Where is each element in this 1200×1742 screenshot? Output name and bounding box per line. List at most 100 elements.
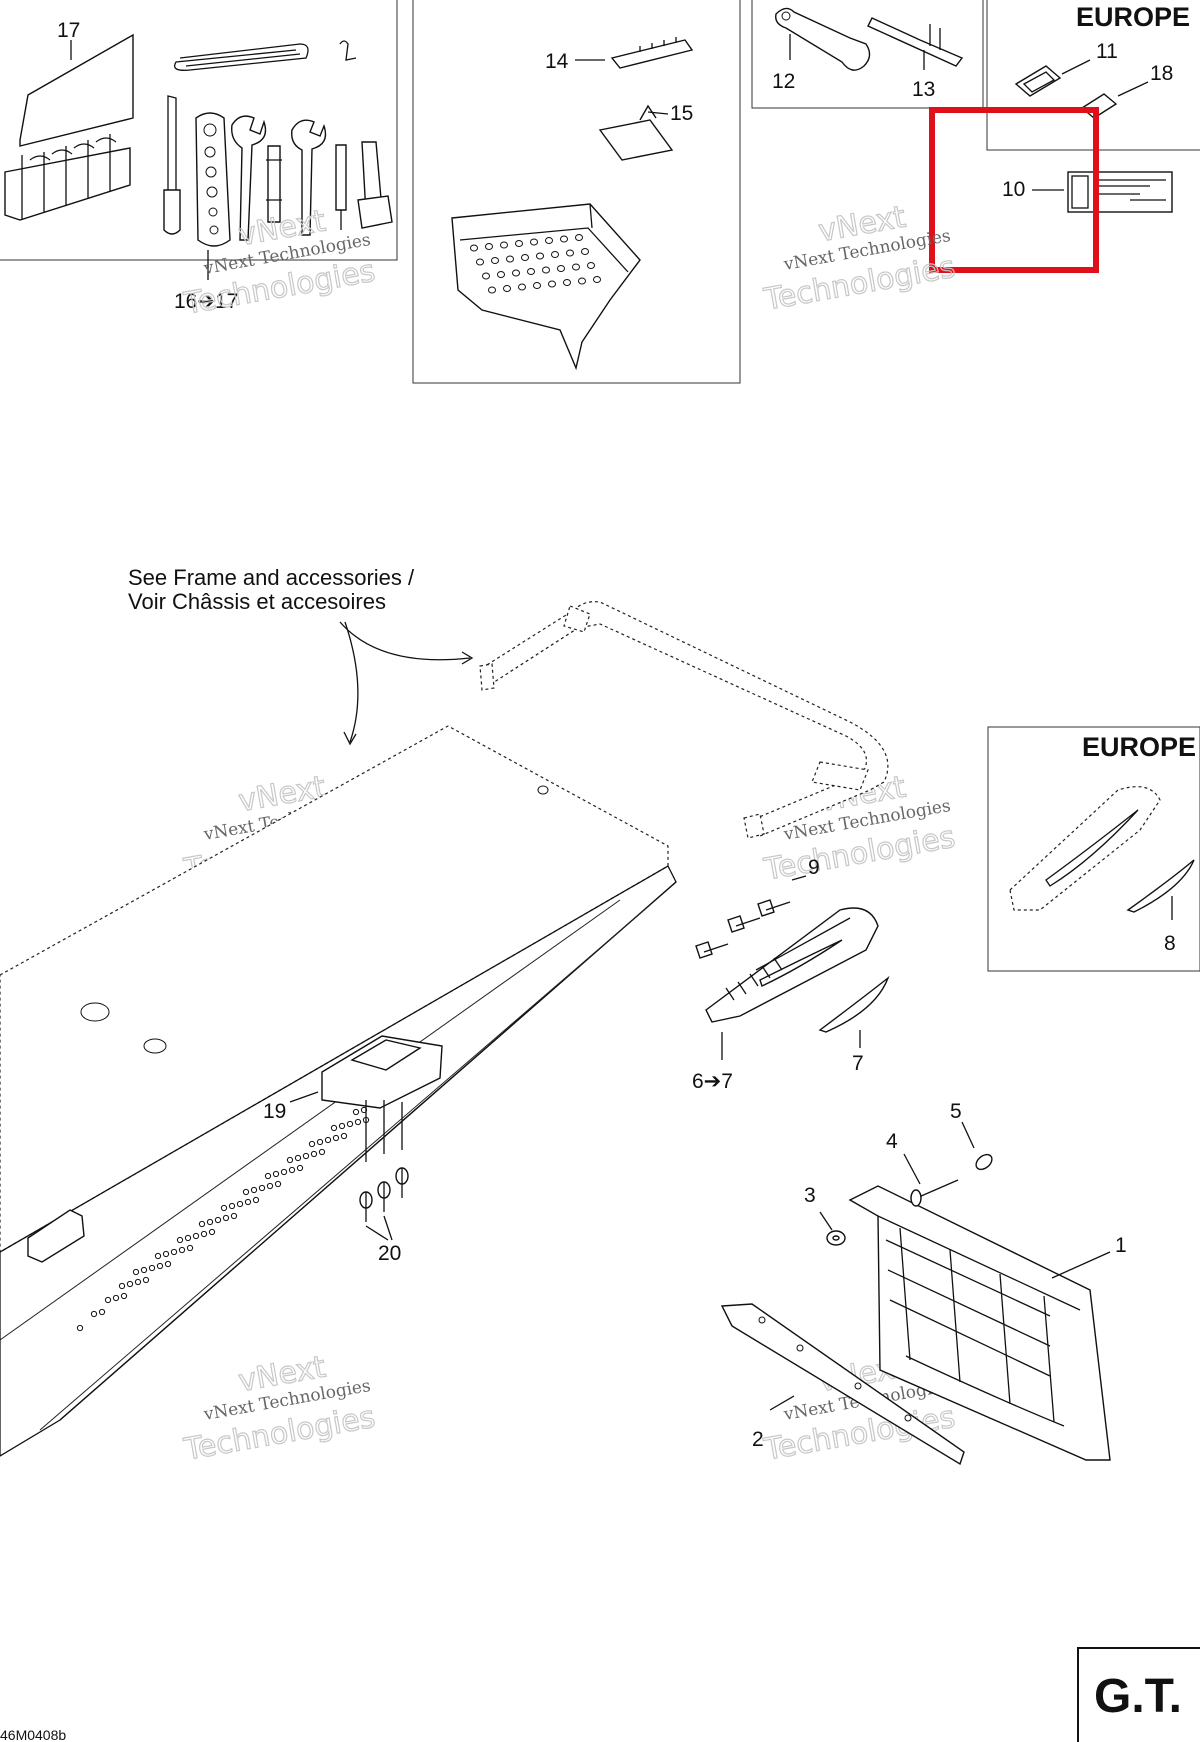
heat-shield-hole bbox=[512, 269, 520, 277]
callout-14: 14 bbox=[545, 50, 569, 73]
running-board-hole bbox=[294, 1154, 302, 1162]
tool-screwdriver bbox=[163, 95, 181, 235]
running-board-hole bbox=[170, 1248, 178, 1256]
screws-9 bbox=[695, 899, 791, 959]
running-board-hole bbox=[142, 1276, 150, 1284]
running-board-hole bbox=[324, 1136, 332, 1144]
running-board-hole bbox=[354, 1118, 362, 1126]
washer-3 bbox=[826, 1230, 846, 1246]
model-badge: G.T. bbox=[1094, 1670, 1182, 1723]
note-arrow-frame bbox=[339, 621, 471, 661]
europe-label-top: EUROPE bbox=[1076, 2, 1190, 32]
tool-pin bbox=[335, 144, 347, 230]
heat-shield-hole bbox=[578, 277, 586, 285]
running-board-hole bbox=[156, 1262, 164, 1270]
heat-shield-hole bbox=[587, 262, 595, 269]
bracket-13 bbox=[867, 17, 964, 67]
running-board-hole bbox=[164, 1260, 172, 1268]
europe-frame-top bbox=[986, 0, 1200, 151]
callout-3: 3 bbox=[804, 1184, 816, 1207]
heat-shield-frame bbox=[412, 0, 741, 384]
running-board-hole bbox=[264, 1172, 272, 1180]
bracket-12 bbox=[775, 7, 871, 71]
running-board-hole bbox=[154, 1252, 162, 1260]
running-board-hole bbox=[352, 1108, 360, 1116]
heat-shield-hole bbox=[545, 237, 553, 244]
running-board-hole bbox=[308, 1140, 316, 1148]
running-board-hole bbox=[288, 1166, 296, 1174]
running-board-hole bbox=[184, 1234, 192, 1242]
running-board-hole bbox=[222, 1214, 230, 1222]
callout-2: 2 bbox=[752, 1428, 764, 1451]
running-board-hole bbox=[148, 1264, 156, 1272]
running-board-hole bbox=[332, 1134, 340, 1142]
bracket-15 bbox=[598, 104, 674, 161]
callout-17-kit: 17 bbox=[57, 19, 80, 42]
tool-open-wrench-2 bbox=[291, 119, 327, 236]
callout-9: 9 bbox=[808, 856, 820, 879]
running-board-hole bbox=[126, 1280, 134, 1288]
heat-shield-hole bbox=[572, 263, 580, 271]
tool-spark-wrench bbox=[195, 112, 231, 247]
running-board-hole bbox=[250, 1186, 258, 1194]
heat-shield-hole bbox=[485, 243, 493, 250]
heat-shield-hole bbox=[506, 255, 514, 263]
running-board-hole bbox=[258, 1184, 266, 1192]
watermark-5: vNext vNext Technologies Technologies bbox=[180, 1349, 378, 1469]
running-board-hole bbox=[132, 1268, 140, 1276]
heat-shield-hole bbox=[533, 282, 541, 289]
callout-13: 13 bbox=[912, 78, 935, 101]
tunnel bbox=[0, 725, 677, 1457]
heat-shield-hole bbox=[566, 249, 574, 257]
note-line-1: See Frame and accessories / bbox=[128, 565, 415, 590]
running-board-hole bbox=[340, 1132, 348, 1140]
running-board-hole bbox=[274, 1180, 282, 1188]
heat-shield-hole bbox=[527, 268, 535, 275]
snow-flap-1 bbox=[848, 1185, 1111, 1461]
running-board-hole bbox=[176, 1236, 184, 1244]
running-board-hole bbox=[244, 1198, 252, 1206]
tool-socket-bar bbox=[266, 145, 282, 223]
tool-clip bbox=[173, 40, 357, 71]
bumper-19 bbox=[321, 1035, 443, 1109]
model-badge-frame bbox=[1077, 1647, 1200, 1742]
grab-handle-6 bbox=[705, 907, 879, 1023]
heat-shield-hole bbox=[503, 285, 511, 292]
running-board-hole bbox=[192, 1232, 200, 1240]
running-board-hole bbox=[208, 1228, 216, 1236]
running-board-hole bbox=[228, 1202, 236, 1210]
callout-6-7: 6➔7 bbox=[692, 1070, 733, 1093]
running-board-hole bbox=[346, 1120, 354, 1128]
running-board-hole bbox=[76, 1324, 84, 1332]
running-board-hole bbox=[90, 1310, 98, 1318]
running-board-hole bbox=[206, 1218, 214, 1226]
callout-10: 10 bbox=[1002, 178, 1025, 201]
running-board-hole bbox=[162, 1250, 170, 1258]
running-board-hole bbox=[112, 1294, 120, 1302]
tool-socket-t bbox=[357, 141, 393, 229]
running-board-hole bbox=[140, 1266, 148, 1274]
running-board-hole bbox=[134, 1278, 142, 1286]
tool-kit-frame bbox=[0, 0, 398, 261]
running-board-hole bbox=[280, 1168, 288, 1176]
note-line-2: Voir Châssis et accesoires bbox=[128, 589, 386, 614]
running-board-hole bbox=[302, 1152, 310, 1160]
heat-shield-hole bbox=[515, 240, 523, 247]
heat-shield-hole bbox=[488, 286, 496, 294]
ring-5 bbox=[975, 1153, 993, 1171]
heat-shield-hole bbox=[530, 238, 538, 246]
heat-shield-hole bbox=[542, 266, 550, 274]
callout-19: 19 bbox=[263, 1100, 286, 1123]
running-board-hole bbox=[318, 1148, 326, 1156]
decal-10 bbox=[1067, 171, 1173, 213]
running-board-hole bbox=[98, 1308, 106, 1316]
running-board-hole bbox=[230, 1212, 238, 1220]
heat-shield-hole bbox=[575, 234, 583, 241]
running-board-hole bbox=[120, 1292, 128, 1300]
callout-18: 18 bbox=[1150, 62, 1173, 85]
callout-5: 5 bbox=[950, 1100, 962, 1123]
running-board-hole bbox=[236, 1200, 244, 1208]
callout-4: 4 bbox=[886, 1130, 898, 1153]
rivet-4 bbox=[910, 1179, 959, 1207]
running-board-hole bbox=[186, 1244, 194, 1252]
